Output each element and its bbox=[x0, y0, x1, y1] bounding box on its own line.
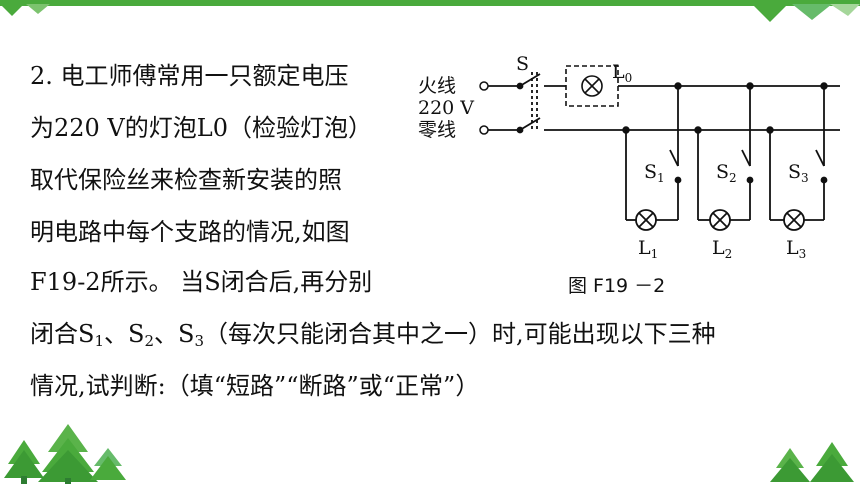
main-switch bbox=[488, 72, 541, 134]
test-lamp-label: L0 bbox=[612, 61, 632, 85]
branch-3 bbox=[766, 82, 828, 231]
neutral-wire-label: 零线 bbox=[418, 119, 456, 141]
question-line-7: 情况,试判断:（填“短路”“断路”或“正常”） bbox=[30, 372, 480, 400]
branch-3-switch-label: S3 bbox=[788, 161, 809, 185]
neutral-terminal bbox=[479, 125, 489, 135]
tree-icon bbox=[38, 424, 98, 484]
line6-text-d: （每次只能闭合其中之一）时,可能出现以下三种 bbox=[204, 320, 716, 348]
top-accent-bar bbox=[0, 0, 860, 6]
top-right-decoration bbox=[752, 4, 860, 22]
s2-subscript: 2 bbox=[144, 332, 154, 350]
branch-2 bbox=[694, 82, 754, 231]
branch-3-lamp-label: L3 bbox=[786, 237, 806, 261]
line6-text-c: 、S bbox=[154, 320, 195, 348]
live-terminal bbox=[479, 81, 489, 91]
branch-2-switch-label: S2 bbox=[716, 161, 737, 185]
branch-1-switch-label: S1 bbox=[644, 161, 665, 185]
tree-icon bbox=[770, 448, 810, 482]
question-line-4: 明电路中每个支路的情况,如图 bbox=[30, 218, 350, 246]
top-left-decoration bbox=[0, 4, 50, 16]
s3-subscript: 3 bbox=[194, 332, 204, 350]
question-line-1: 2. 电工师傅常用一只额定电压 bbox=[30, 62, 349, 90]
bottom-left-trees-decoration bbox=[4, 424, 126, 484]
tree-icon bbox=[810, 442, 854, 482]
s1-subscript: 1 bbox=[94, 332, 104, 350]
question-line-3: 取代保险丝来检查新安装的照 bbox=[30, 166, 342, 194]
test-lamp-icon bbox=[581, 75, 603, 97]
branch-1 bbox=[622, 82, 682, 231]
line6-text-b: 、S bbox=[104, 320, 145, 348]
question-line-6: 闭合S1、S2、S3（每次只能闭合其中之一）时,可能出现以下三种 bbox=[30, 320, 716, 349]
voltage-label: 220 V bbox=[418, 97, 474, 119]
live-wire-label: 火线 bbox=[418, 75, 456, 97]
bottom-right-trees-decoration bbox=[770, 442, 854, 482]
tree-icon bbox=[90, 448, 126, 480]
figure-caption: 图 F19 －2 bbox=[568, 275, 665, 297]
line6-text-a: 闭合S bbox=[30, 320, 95, 348]
question-line-5: F19-2所示。 当S闭合后,再分别 bbox=[30, 268, 373, 296]
branch-1-lamp-label: L1 bbox=[638, 237, 658, 261]
question-line-2: 为220 V的灯泡L0（检验灯泡） bbox=[30, 114, 372, 142]
tree-icon bbox=[4, 440, 44, 484]
main-switch-label: S bbox=[516, 53, 529, 75]
branch-2-lamp-label: L2 bbox=[712, 237, 732, 261]
circuit-diagram: 火线 220 V 零线 S L0 S1 bbox=[418, 53, 840, 297]
